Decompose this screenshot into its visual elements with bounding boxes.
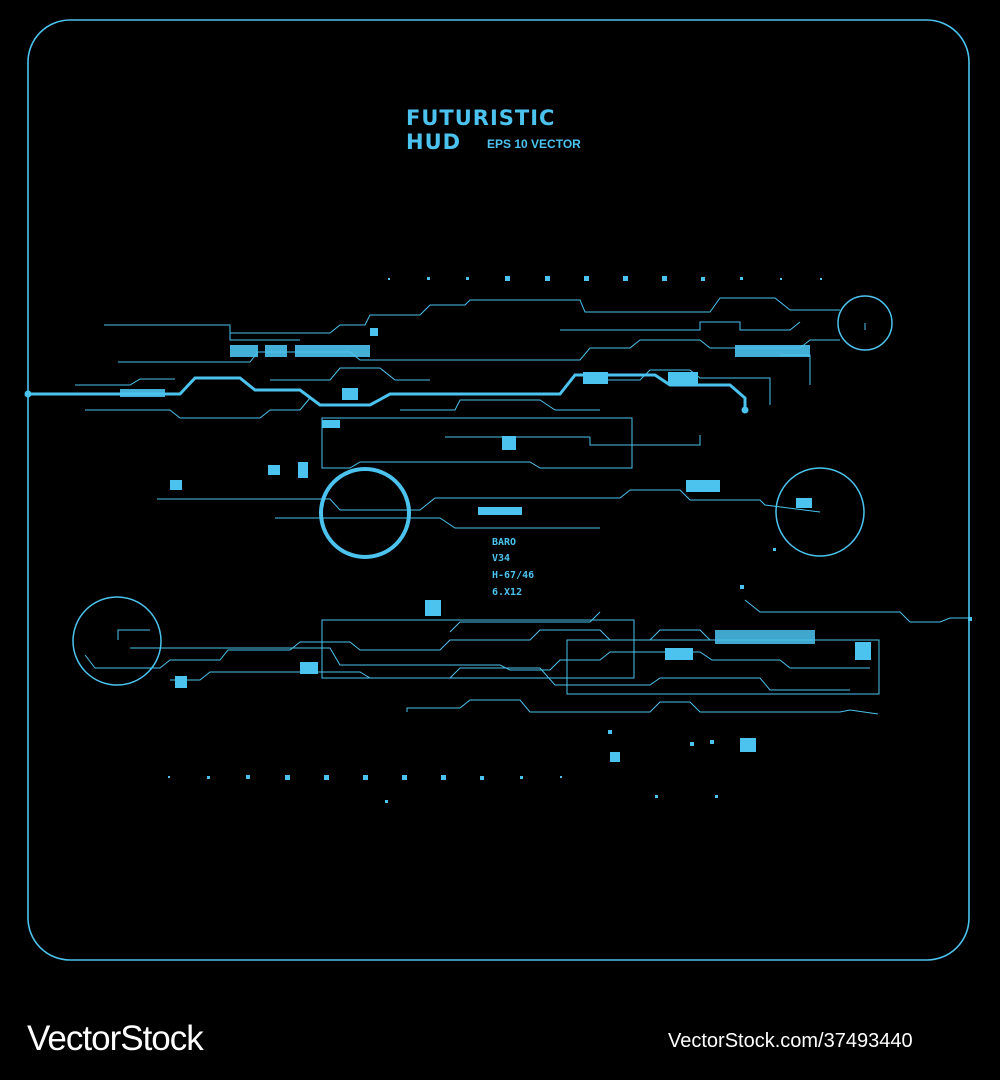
- target-circle-right: [775, 467, 865, 557]
- target-circle-top-right: [837, 295, 893, 351]
- readout-baro: BARO: [492, 537, 517, 548]
- target-circle-left: [72, 596, 162, 686]
- readout-v: V34: [492, 553, 511, 564]
- hud-frame: [27, 19, 970, 961]
- subtitle: EPS 10 VECTOR: [487, 137, 581, 151]
- title-line-2: HUD: [406, 130, 462, 154]
- readout-h: H-67/46: [492, 570, 535, 581]
- hud-dots: [120, 276, 972, 803]
- target-circle-large: [319, 467, 411, 559]
- image-id: VectorStock.com/37493440: [668, 1030, 913, 1052]
- readout-x: 6.X12: [492, 587, 523, 598]
- title-line-1: FUTURISTIC: [406, 106, 556, 130]
- brand-logo: VectorStock: [27, 1019, 204, 1058]
- main-scan-line: [28, 373, 747, 410]
